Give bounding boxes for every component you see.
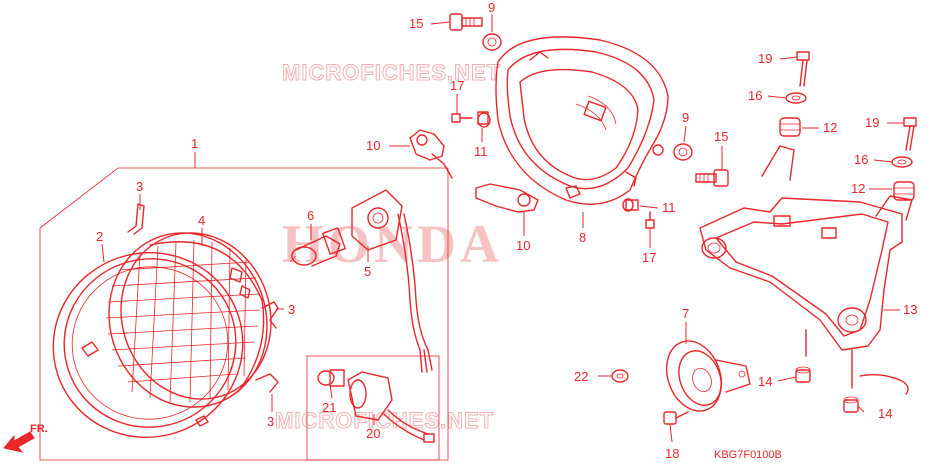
callout-10-right: 10 bbox=[516, 238, 530, 253]
clip-upper bbox=[127, 203, 145, 235]
callout-3-lower: 3 bbox=[267, 414, 274, 429]
leader-lines bbox=[101, 14, 904, 443]
watermark-top: MICROFICHES.NET bbox=[282, 60, 501, 85]
callout-6: 6 bbox=[307, 208, 314, 223]
nut-22 bbox=[611, 369, 629, 383]
diagram-code: KBG7F0100B bbox=[714, 449, 782, 461]
callout-12-right: 12 bbox=[851, 181, 865, 196]
collar-9-upper bbox=[482, 33, 502, 51]
callout-1: 1 bbox=[191, 136, 198, 151]
washer-16-left bbox=[785, 92, 807, 104]
bolt-19-right bbox=[903, 117, 917, 151]
washer-16-right bbox=[891, 156, 913, 168]
callout-9-lower: 9 bbox=[682, 110, 689, 125]
callout-21: 21 bbox=[322, 400, 336, 415]
callout-15-upper: 15 bbox=[409, 16, 423, 31]
headlight-stay bbox=[699, 145, 913, 395]
collar-9-lower bbox=[673, 143, 693, 161]
headlight-case bbox=[495, 36, 669, 205]
rubber-12-right bbox=[893, 181, 915, 201]
callout-3-upper: 3 bbox=[136, 179, 143, 194]
headlight-rim bbox=[52, 252, 244, 438]
position-bulb bbox=[317, 369, 345, 387]
callout-15-lower: 15 bbox=[714, 129, 728, 144]
bolt-18 bbox=[663, 411, 689, 425]
horn bbox=[665, 340, 751, 412]
callout-8: 8 bbox=[579, 230, 586, 245]
clip-middle bbox=[261, 301, 279, 329]
headlight-unit bbox=[105, 232, 272, 408]
callout-7: 7 bbox=[682, 306, 689, 321]
nut-14-left bbox=[795, 366, 811, 383]
assembly-frame bbox=[39, 167, 449, 461]
callout-12-left: 12 bbox=[823, 120, 837, 135]
bolt-15-lower bbox=[695, 169, 729, 187]
nut-14-right bbox=[843, 396, 859, 413]
callout-18: 18 bbox=[665, 446, 679, 461]
cable-holder-left bbox=[409, 129, 453, 179]
cable-holder-right bbox=[475, 183, 539, 213]
grommet-11-lower bbox=[622, 198, 639, 212]
screw-17-lower bbox=[645, 211, 655, 229]
socket-subbox bbox=[306, 355, 440, 461]
callout-20: 20 bbox=[366, 426, 380, 441]
callout-17-lower: 17 bbox=[642, 250, 656, 265]
bolt-15-upper bbox=[449, 13, 483, 31]
callout-2: 2 bbox=[96, 229, 103, 244]
callout-19-right: 19 bbox=[865, 115, 879, 130]
clip-lower bbox=[255, 373, 279, 393]
grommet-11-upper bbox=[477, 111, 491, 128]
bolt-19-left bbox=[796, 51, 810, 87]
callout-17-upper: 17 bbox=[450, 78, 464, 93]
callout-3-middle: 3 bbox=[288, 302, 295, 317]
callout-11-lower: 11 bbox=[662, 200, 676, 215]
position-socket bbox=[347, 371, 435, 443]
callout-14-left: 14 bbox=[758, 374, 772, 389]
callout-14-right: 14 bbox=[878, 406, 892, 421]
callout-19-left: 19 bbox=[758, 51, 772, 66]
rubber-12-left bbox=[779, 117, 801, 137]
callout-4: 4 bbox=[198, 213, 205, 228]
screw-17-upper bbox=[451, 113, 473, 123]
callout-16-left: 16 bbox=[748, 88, 762, 103]
headlight-socket bbox=[351, 189, 433, 373]
callout-13: 13 bbox=[903, 302, 917, 317]
front-arrow-label: FR. bbox=[30, 423, 48, 435]
callout-9-upper: 9 bbox=[488, 0, 495, 15]
callout-22: 22 bbox=[574, 369, 588, 384]
front-arrow-icon: FR. bbox=[3, 423, 48, 453]
headlight-bulb bbox=[289, 227, 346, 267]
callout-5: 5 bbox=[364, 264, 371, 279]
callout-10-left: 10 bbox=[366, 138, 380, 153]
callout-11-upper: 11 bbox=[474, 144, 488, 159]
callout-16-right: 16 bbox=[854, 152, 868, 167]
